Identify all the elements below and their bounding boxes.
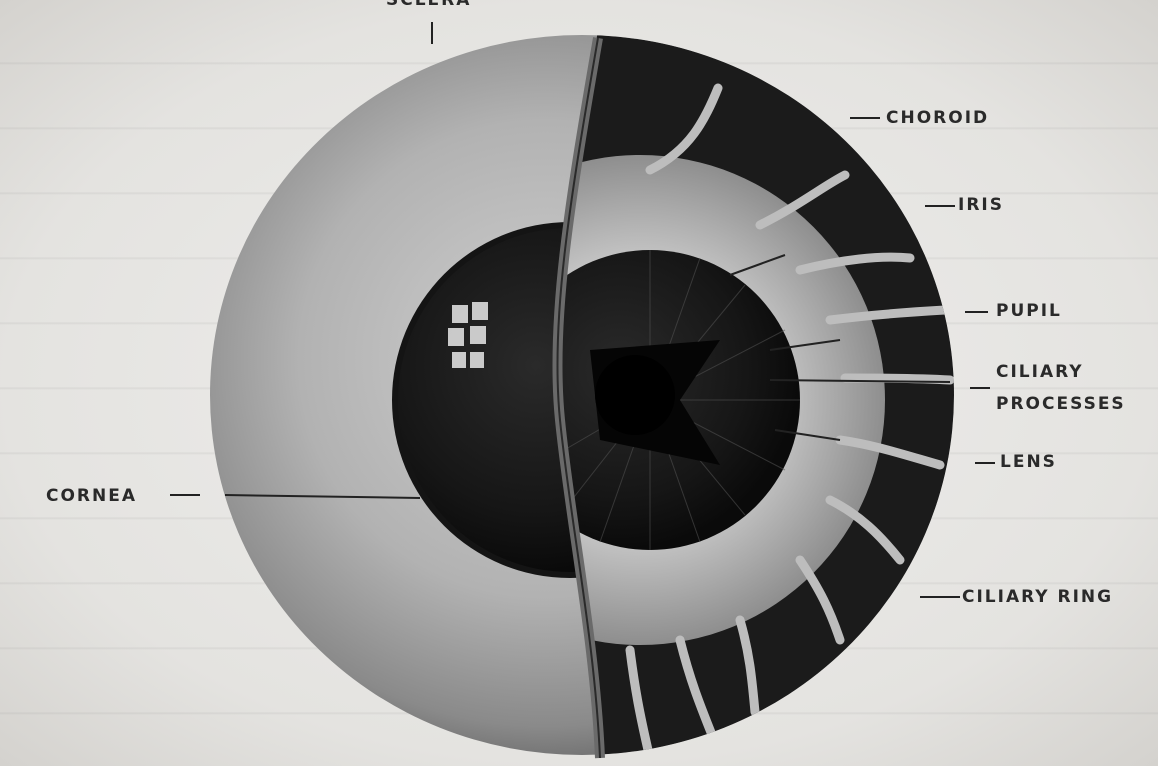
label-choroid: CHOROID: [886, 108, 989, 128]
pupil-center: [595, 355, 675, 435]
label-cornea: CORNEA: [46, 486, 137, 506]
label-iris: IRIS: [958, 195, 1004, 215]
label-ciliary-ring: CILIARY RING: [962, 587, 1113, 607]
label-ciliary-processes-line2: PROCESSES: [996, 394, 1126, 414]
label-ciliary-processes-line1: CILIARY: [996, 362, 1084, 382]
label-pupil: PUPIL: [996, 301, 1062, 321]
label-sclera: SCLERA: [386, 0, 471, 10]
label-lens: LENS: [1000, 452, 1057, 472]
